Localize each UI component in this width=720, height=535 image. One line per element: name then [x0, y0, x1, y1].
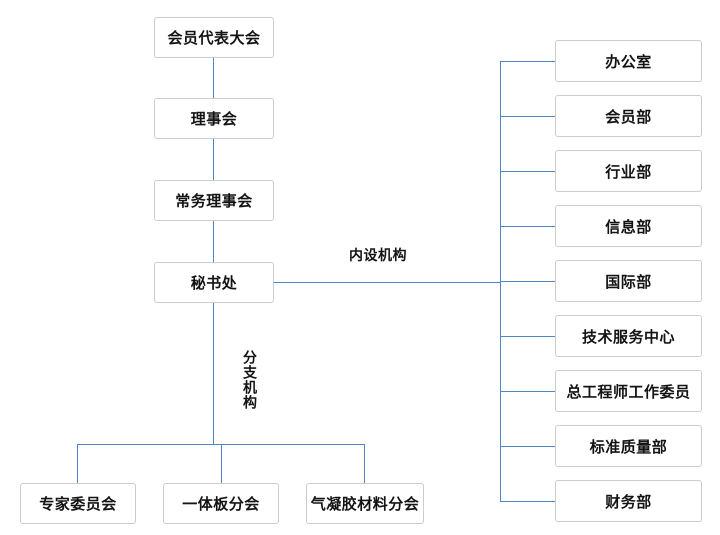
connector-internal-stub-8	[500, 446, 555, 448]
connector-internal-stub-1	[500, 61, 555, 63]
node-chief-engineer-committee[interactable]: 总工程师工作委员	[555, 370, 702, 412]
connector-internal-stub-4	[500, 226, 555, 228]
node-international-dept[interactable]: 国际部	[555, 260, 702, 302]
node-office[interactable]: 办公室	[555, 40, 702, 82]
node-expert-committee[interactable]: 专家委员会	[20, 483, 136, 524]
node-label: 总工程师工作委员	[566, 383, 691, 401]
node-label: 财务部	[605, 493, 652, 511]
node-label: 专家委员会	[39, 496, 117, 513]
connector-branch-drop-2	[221, 444, 223, 483]
node-integrated-board-branch[interactable]: 一体板分会	[163, 483, 279, 524]
node-label: 会员部	[605, 108, 652, 126]
node-standards-quality-dept[interactable]: 标准质量部	[555, 425, 702, 467]
connector-internal-stub-3	[500, 171, 555, 173]
node-label: 常务理事会	[175, 193, 253, 210]
node-membership-dept[interactable]: 会员部	[555, 95, 702, 137]
node-label: 标准质量部	[589, 438, 668, 456]
node-label: 理事会	[190, 111, 238, 128]
connector-council-to-standing	[213, 139, 215, 180]
node-label: 一体板分会	[182, 496, 260, 513]
connector-internal-stub-6	[500, 336, 555, 338]
connector-internal-stub-7	[500, 391, 555, 393]
connector-internal-stub-2	[500, 116, 555, 118]
node-aerogel-material-branch[interactable]: 气凝胶材料分会	[306, 483, 424, 524]
connector-secretariat-to-internal-trunk	[274, 282, 501, 284]
connector-standing-to-secretariat	[213, 221, 215, 262]
node-standing-council[interactable]: 常务理事会	[154, 180, 274, 221]
connector-branch-drop-3	[364, 444, 366, 483]
connector-internal-stub-5	[500, 281, 555, 283]
connector-branch-drop-1	[77, 444, 79, 483]
caption-branch-organizations: 分支机构	[242, 350, 258, 410]
node-finance-dept[interactable]: 财务部	[555, 480, 702, 522]
node-label: 秘书处	[190, 275, 238, 292]
node-label: 会员代表大会	[167, 30, 261, 47]
node-technical-service-center[interactable]: 技术服务中心	[555, 315, 702, 357]
node-council[interactable]: 理事会	[154, 98, 274, 139]
node-label: 气凝胶材料分会	[310, 496, 420, 513]
connector-secretariat-to-branch-bar	[213, 303, 215, 445]
connector-assembly-to-council	[213, 58, 215, 98]
connector-internal-stub-9	[500, 501, 555, 503]
node-information-dept[interactable]: 信息部	[555, 205, 702, 247]
node-label: 办公室	[605, 53, 652, 71]
node-label: 技术服务中心	[581, 328, 675, 346]
caption-internal-departments: 内设机构	[349, 247, 407, 263]
node-industry-dept[interactable]: 行业部	[555, 150, 702, 192]
node-label: 国际部	[605, 273, 652, 291]
node-secretariat[interactable]: 秘书处	[154, 262, 274, 303]
node-label: 行业部	[605, 163, 652, 181]
node-label: 信息部	[605, 218, 652, 236]
node-member-assembly[interactable]: 会员代表大会	[154, 17, 274, 58]
